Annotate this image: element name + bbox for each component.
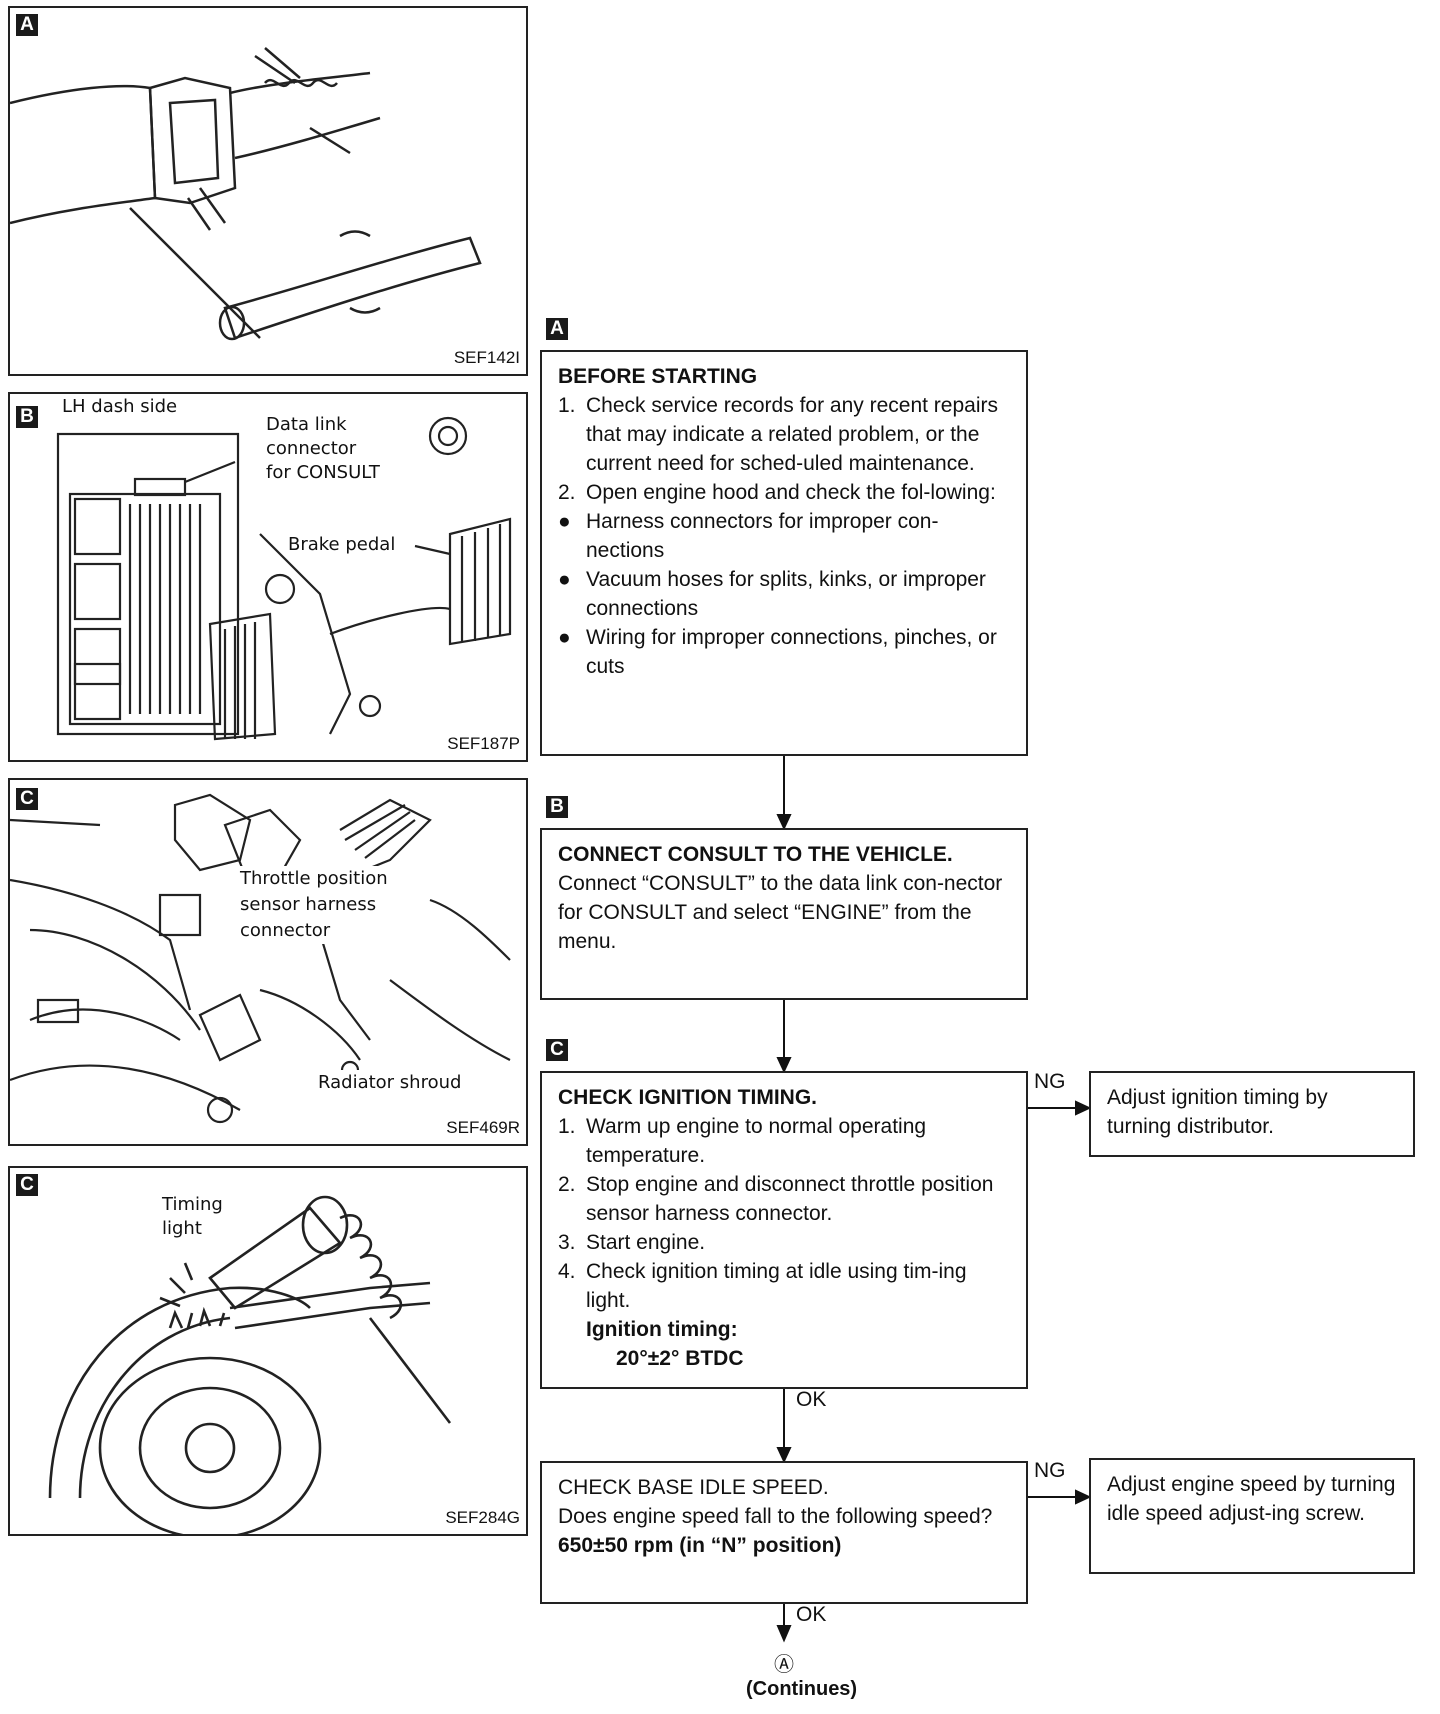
continuation-connector: Ⓐ <box>774 1654 794 1676</box>
list-item: 1.Check service records for any recent r… <box>558 394 998 475</box>
panel-tag: C <box>16 788 38 810</box>
label-radiator-shroud: Radiator shroud <box>318 1070 462 1096</box>
label-for-consult: for CONSULT <box>266 462 380 483</box>
action-adjust-engine-speed: Adjust engine speed by turning idle spee… <box>1089 1458 1415 1574</box>
figure-code: SEF142I <box>453 348 520 367</box>
illustration-panel-a: A SEF142I <box>8 6 528 376</box>
label-connector: connector <box>240 918 331 944</box>
continues-label: (Continues) <box>746 1678 858 1700</box>
step-check-ignition-timing: CHECK IGNITION TIMING. 1.Warm up engine … <box>540 1071 1028 1389</box>
step-tag-a: A <box>546 318 568 340</box>
ng-label: NG <box>1034 1070 1066 1093</box>
list-item: ●Harness connectors for improper con-nec… <box>558 510 939 562</box>
figure-code: SEF469R <box>446 1118 520 1137</box>
step-title: BEFORE STARTING <box>558 365 758 388</box>
step-list: 1.Warm up engine to normal operating tem… <box>558 1112 1010 1315</box>
dashboard-connector-illustration <box>56 416 512 741</box>
step-tag-b: B <box>546 796 568 818</box>
ok-label: OK <box>796 1388 827 1411</box>
step-tag-c: C <box>546 1039 568 1061</box>
ok-label: OK <box>796 1603 827 1626</box>
spec-value: 20°±2° BTDC <box>616 1347 744 1370</box>
list-item: 4.Check ignition timing at idle using ti… <box>558 1260 967 1312</box>
figure-code: SEF284G <box>445 1508 520 1527</box>
figure-code: SEF187P <box>447 734 520 753</box>
step-list: 1.Check service records for any recent r… <box>558 391 1010 681</box>
step-body: Connect “CONSULT” to the data link con-n… <box>558 872 1003 953</box>
step-before-starting: BEFORE STARTING 1.Check service records … <box>540 350 1028 756</box>
list-item: 1.Warm up engine to normal operating tem… <box>558 1115 927 1167</box>
label-data-link: Data link <box>266 414 347 435</box>
timing-light-illustration <box>48 1195 452 1534</box>
label-throttle-position: Throttle position <box>240 866 388 892</box>
label-lh-dash-side: LH dash side <box>62 396 178 417</box>
label-light: light <box>162 1218 202 1239</box>
spec-label: Ignition timing: <box>586 1318 738 1341</box>
step-body: Does engine speed fall to the following … <box>558 1505 993 1528</box>
step-title: CONNECT CONSULT TO THE VEHICLE. <box>558 843 953 866</box>
label-brake-pedal: Brake pedal <box>288 532 396 558</box>
illustration-panel-c-timing: C Timing light SEF284G <box>8 1166 528 1536</box>
panel-tag: C <box>16 1174 38 1196</box>
panel-tag: A <box>16 14 38 36</box>
list-item: ●Wiring for improper connections, pinche… <box>558 626 997 678</box>
list-item: 2.Open engine hood and check the fol-low… <box>558 481 996 504</box>
list-item: 2.Stop engine and disconnect throttle po… <box>558 1173 994 1225</box>
panel-tag: B <box>16 406 38 428</box>
spec-value: 650±50 rpm (in “N” position) <box>558 1534 842 1557</box>
list-item: ●Vacuum hoses for splits, kinks, or impr… <box>558 568 986 620</box>
step-connect-consult: CONNECT CONSULT TO THE VEHICLE. Connect … <box>540 828 1028 1000</box>
label-sensor-harness: sensor harness <box>240 892 377 918</box>
step-title: CHECK BASE IDLE SPEED. <box>558 1476 829 1499</box>
hose-connector-illustration <box>10 47 482 341</box>
illustration-panel-b: B LH dash side Data link connector for C… <box>8 392 528 762</box>
ng-label: NG <box>1034 1459 1066 1482</box>
action-adjust-ignition: Adjust ignition timing by turning distri… <box>1089 1071 1415 1157</box>
label-connector: connector <box>266 438 357 459</box>
illustration-panel-c-engine: C Throttle position sensor harness conne… <box>8 778 528 1146</box>
label-timing: Timing <box>162 1194 223 1215</box>
list-item: 3.Start engine. <box>558 1231 706 1254</box>
step-title: CHECK IGNITION TIMING. <box>558 1086 817 1109</box>
step-check-base-idle-speed: CHECK BASE IDLE SPEED. Does engine speed… <box>540 1461 1028 1604</box>
